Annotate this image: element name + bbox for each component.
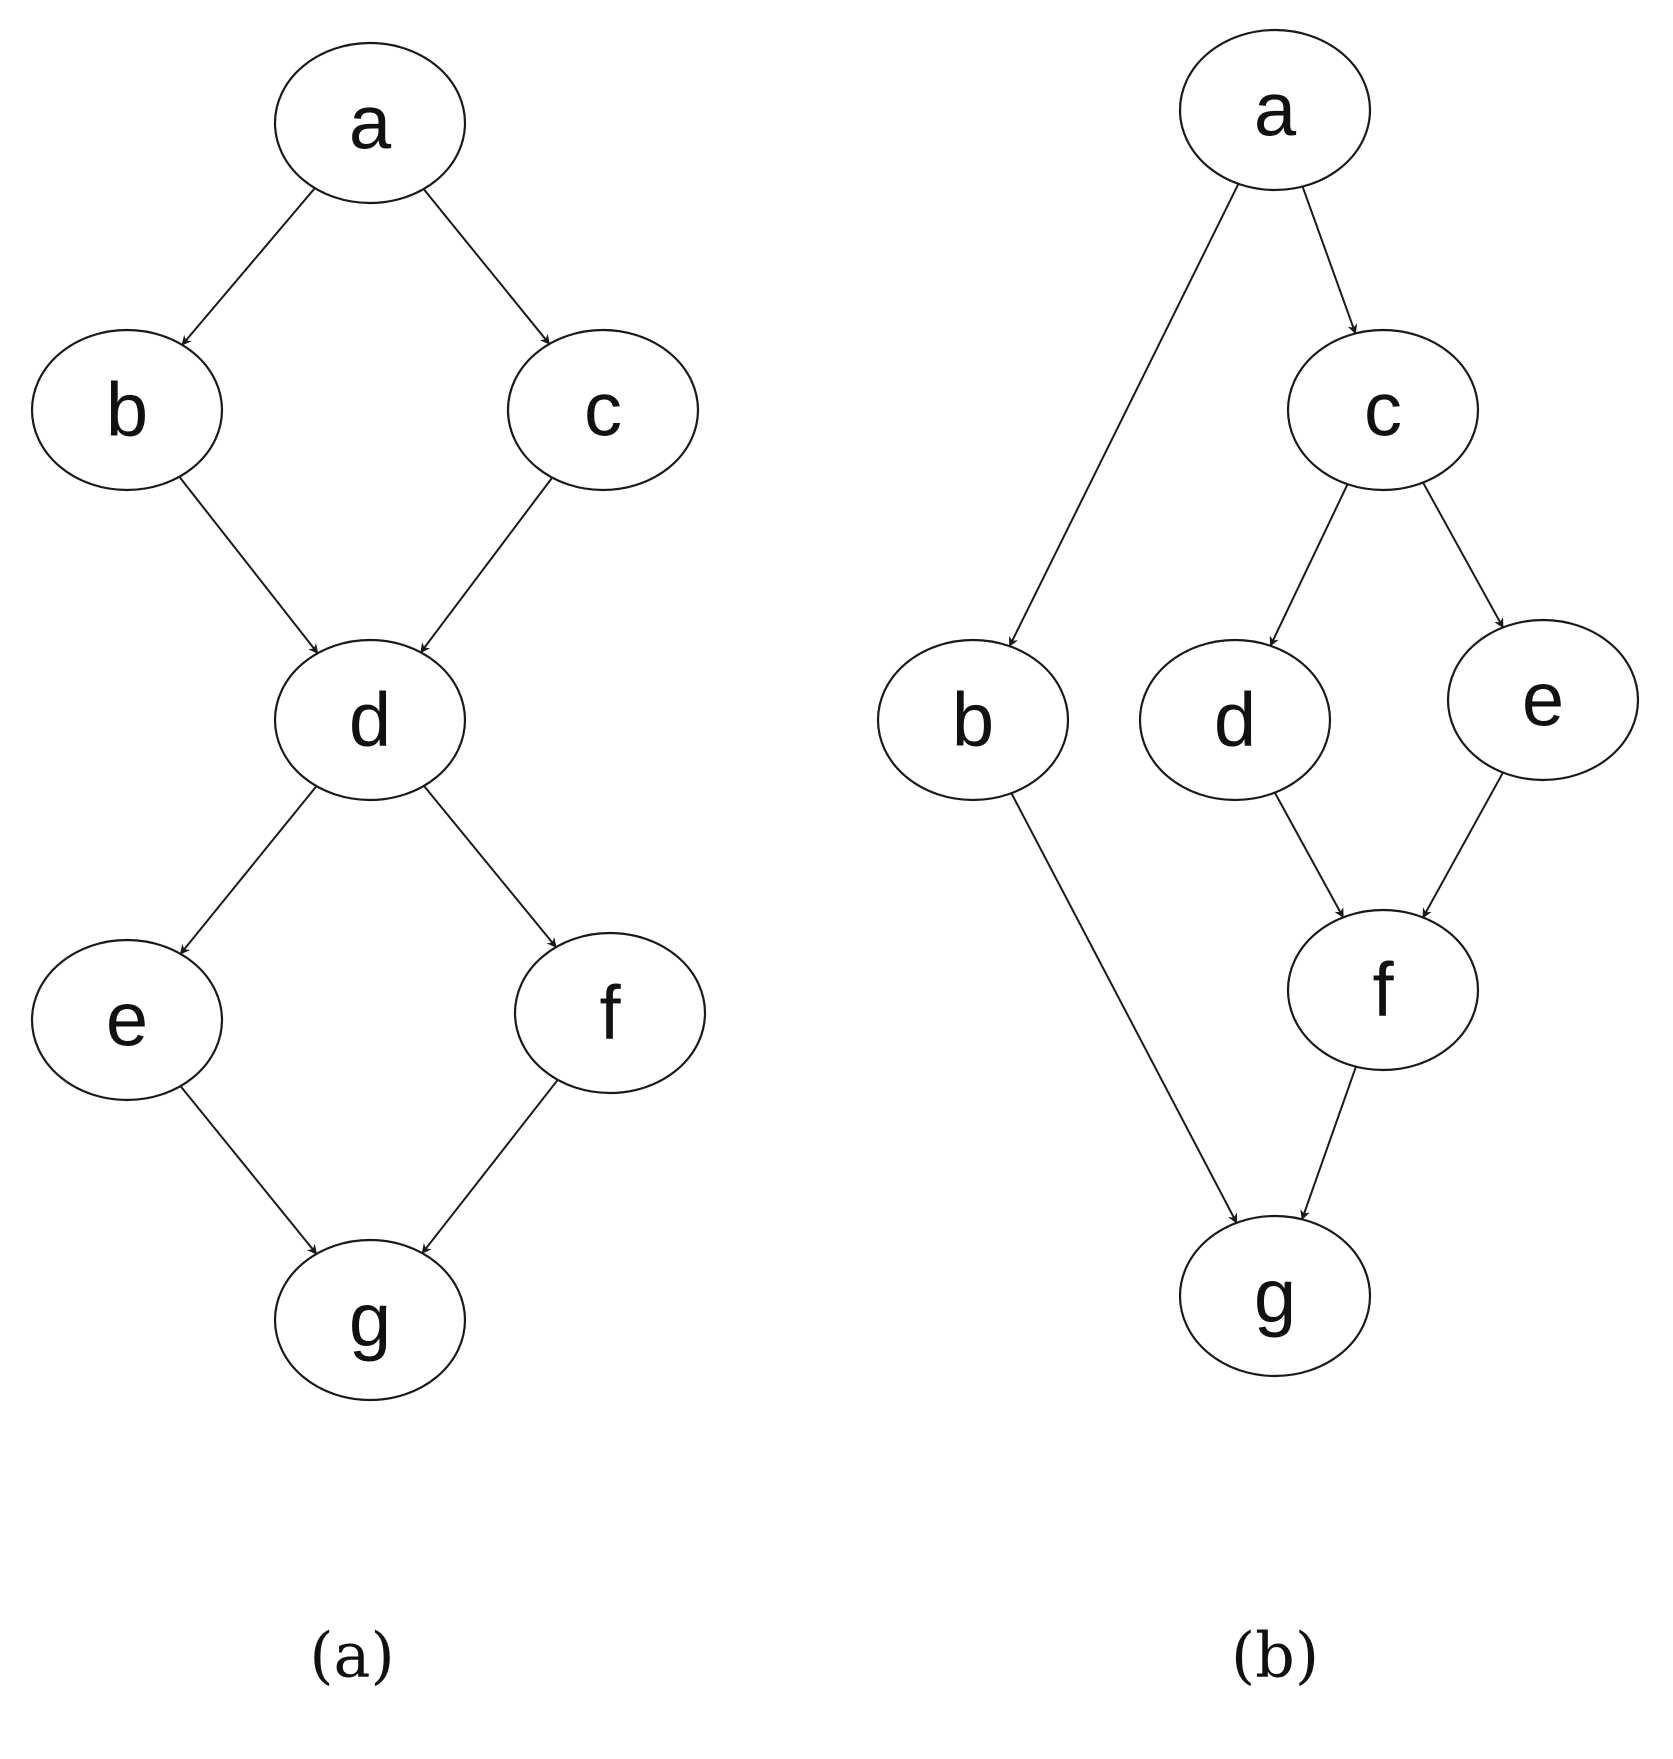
- diagram-a-node-c-ellipse: [506, 328, 700, 492]
- diagram-b-node-b: b: [876, 638, 1070, 802]
- diagram-b-node-e: e: [1446, 618, 1640, 782]
- diagram-b-edge-d-to-f: [1273, 792, 1345, 919]
- diagram-b-node-a: a: [1178, 28, 1372, 192]
- diagram-b-node-d-label: d: [1214, 678, 1256, 763]
- diagram-a-node-f: f: [513, 931, 707, 1095]
- diagram-b-edge-b-to-g: [1010, 792, 1238, 1224]
- diagram-b-edge-e-to-f: [1422, 772, 1504, 919]
- diagram-b-edge-a-to-b: [1008, 183, 1240, 648]
- diagram-b-node-c: c: [1286, 328, 1480, 492]
- diagram-a-edge-b-to-d: [178, 476, 319, 655]
- diagram-a-node-c-label: c: [584, 368, 622, 453]
- diagram-b-node-d: d: [1138, 638, 1332, 802]
- diagram-b-node-b-ellipse: [876, 638, 1070, 802]
- diagram-b-node-e-label: e: [1522, 658, 1564, 743]
- diagram-b-node-f-ellipse: [1286, 908, 1480, 1072]
- diagram-a-node-a: a: [273, 41, 467, 205]
- diagram-a-node-e: e: [30, 938, 224, 1102]
- diagram-a-node-d: d: [273, 638, 467, 802]
- diagram-b-edge-a-to-c: [1301, 186, 1358, 335]
- diagram-a-node-a-ellipse: [273, 41, 467, 205]
- diagram-b-edge-c-to-d: [1269, 483, 1349, 647]
- diagram-a-node-e-label: e: [106, 978, 148, 1063]
- diagram-b-node-e-ellipse: [1446, 618, 1640, 782]
- diagram-a-edge-a-to-b: [181, 187, 316, 346]
- diagram-b-node-c-label: c: [1364, 368, 1402, 453]
- diagram-a-node-f-label: f: [599, 971, 621, 1056]
- diagram-b-node-g-ellipse: [1178, 1214, 1372, 1378]
- diagram-a-edge-f-to-g: [421, 1079, 559, 1254]
- diagram-a-node-g-ellipse: [273, 1238, 467, 1402]
- diagram-a-edge-d-to-e: [179, 785, 318, 955]
- diagram-b-node-g: g: [1178, 1214, 1372, 1378]
- diagram-a-node-b: b: [30, 328, 224, 492]
- diagram-b-caption: (b): [1231, 1619, 1319, 1692]
- diagram-b-node-a-ellipse: [1178, 28, 1372, 192]
- diagram-a-node-d-ellipse: [273, 638, 467, 802]
- diagram-a-node-b-label: b: [106, 368, 148, 453]
- diagram-b-node-d-ellipse: [1138, 638, 1332, 802]
- diagram-a-node-b-ellipse: [30, 328, 224, 492]
- diagram-a-edge-d-to-f: [423, 785, 557, 948]
- diagram-b-edge-f-to-g: [1300, 1066, 1357, 1221]
- diagram-a-edge-e-to-g: [179, 1085, 318, 1255]
- diagram-b-node-b-label: b: [952, 678, 994, 763]
- diagram-a-node-g: g: [273, 1238, 467, 1402]
- diagram-a-caption: (a): [309, 1619, 394, 1692]
- diagram-a-edge-a-to-c: [422, 188, 551, 345]
- diagram-b-node-c-ellipse: [1286, 328, 1480, 492]
- diagram-a-node-d-label: d: [349, 678, 391, 763]
- diagram-b-node-f: f: [1286, 908, 1480, 1072]
- diagram-a-node-c: c: [506, 328, 700, 492]
- diagram-a-node-g-label: g: [349, 1278, 391, 1363]
- diagram-b-node-g-label: g: [1254, 1254, 1296, 1339]
- diagram-a-node-e-ellipse: [30, 938, 224, 1102]
- diagram-b-node-f-label: f: [1372, 948, 1394, 1033]
- diagram-a-node-a-label: a: [349, 81, 392, 166]
- diagram-a-edge-c-to-d: [420, 476, 553, 654]
- diagram-a-node-f-ellipse: [513, 931, 707, 1095]
- diagram-b-edge-c-to-e: [1422, 482, 1504, 629]
- diagram-b-node-a-label: a: [1254, 68, 1297, 153]
